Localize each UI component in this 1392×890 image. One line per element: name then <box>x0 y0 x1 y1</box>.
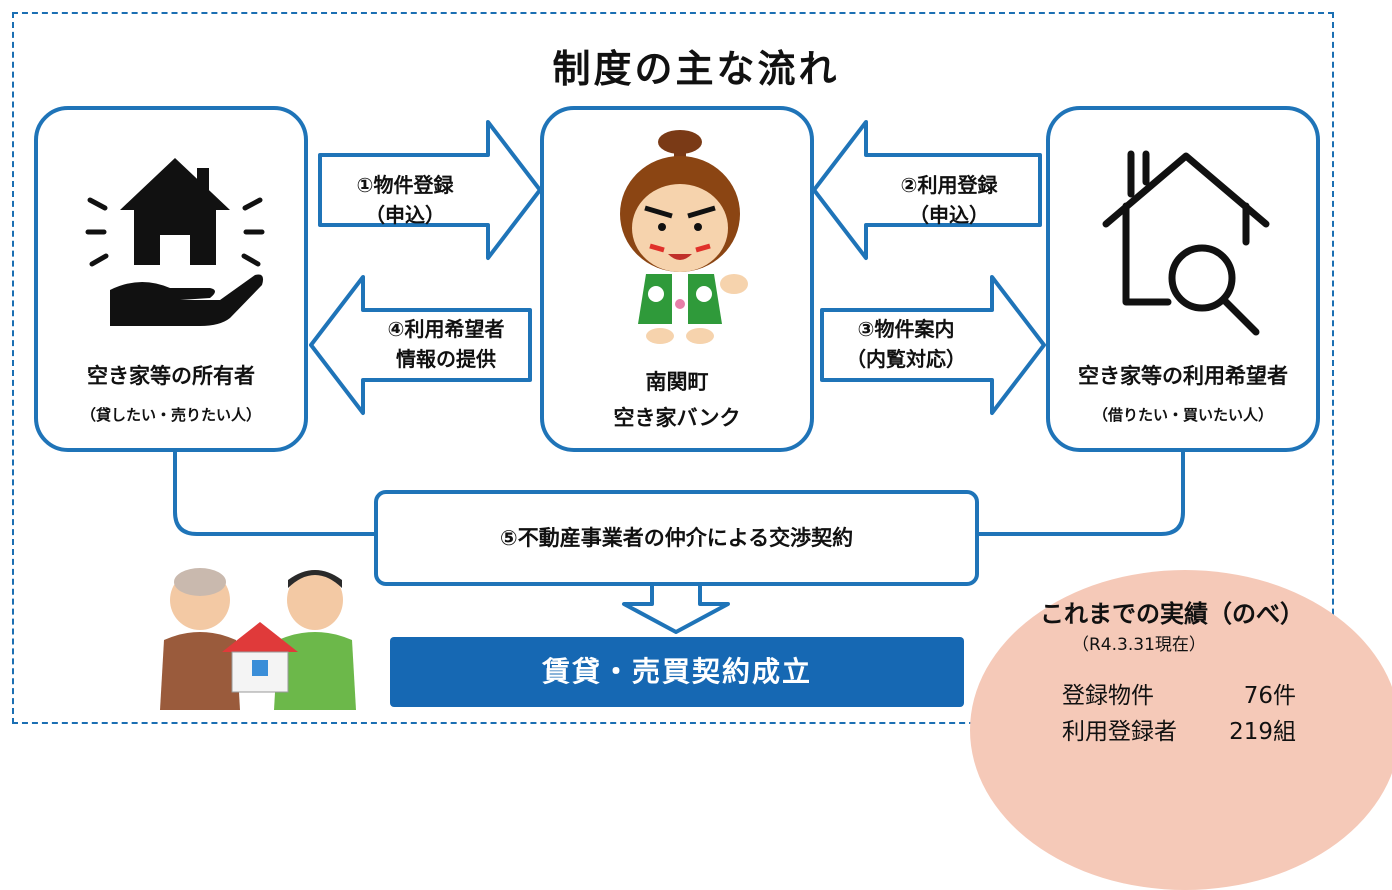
arrow-4-label: ④利用希望者 情報の提供 <box>366 314 526 374</box>
user-sub-label: （借りたい・買いたい人） <box>1092 406 1273 424</box>
user-label: 空き家等の利用希望者 <box>1078 364 1288 388</box>
arrow-2-line2: （申込） <box>909 203 989 227</box>
user-box: 空き家等の利用希望者 （借りたい・買いたい人） <box>1046 106 1320 452</box>
house-search-icon <box>1102 150 1270 336</box>
bank-line1: 南関町 <box>645 370 709 394</box>
down-arrow-shape <box>622 582 730 634</box>
arrow-3-line1: ③物件案内 <box>857 317 955 341</box>
arrow-3-line2: （内覧対応） <box>846 347 966 371</box>
arrow-2-shape <box>812 120 1042 260</box>
arrow-1-shape <box>318 120 542 260</box>
arrow-2-label: ②利用登録 （申込） <box>874 170 1024 230</box>
stats-date: （R4.3.31現在） <box>1072 635 1206 655</box>
bank-line2: 空き家バンク <box>613 406 741 430</box>
arrow-1-line2: （申込） <box>365 203 445 227</box>
arrow-1-label: ①物件登録 （申込） <box>330 170 480 230</box>
arrow-4-shape <box>309 275 532 415</box>
house-in-hand-icon <box>85 158 265 326</box>
arrow-1-line1: ①物件登録 <box>356 173 454 197</box>
stats-title: これまでの実績（のべ） <box>1040 600 1304 628</box>
arrow-3-label: ③物件案内 （内覧対応） <box>826 314 986 374</box>
arrow-2-line1: ②利用登録 <box>900 173 998 197</box>
owner-sub-label: （貸したい・売りたい人） <box>80 406 261 424</box>
stats-row-value: 76件 <box>1243 683 1296 709</box>
arrow-4-line1: ④利用希望者 <box>387 317 505 341</box>
owner-label: 空き家等の所有者 <box>87 364 255 388</box>
diagram-title: 制度の主な流れ <box>552 47 840 91</box>
handover-illustration <box>160 568 356 710</box>
bank-box: 南関町 空き家バンク <box>540 106 814 452</box>
negotiation-label: ⑤不動産事業者の仲介による交渉契約 <box>499 526 854 550</box>
stats-row-label: 利用登録者 <box>1062 719 1177 745</box>
mascot-character <box>620 130 748 344</box>
dashed-frame <box>12 12 1334 724</box>
contract-result-bar: 賃貸・売買契約成立 <box>390 637 964 707</box>
connector-lines <box>173 120 1185 634</box>
arrow-3-shape <box>820 275 1046 415</box>
stats-row-value: 219組 <box>1229 719 1296 745</box>
stats-row-label: 登録物件 <box>1062 683 1154 709</box>
owner-box: 空き家等の所有者 （貸したい・売りたい人） <box>34 106 308 452</box>
arrow-4-line2: 情報の提供 <box>396 347 496 371</box>
